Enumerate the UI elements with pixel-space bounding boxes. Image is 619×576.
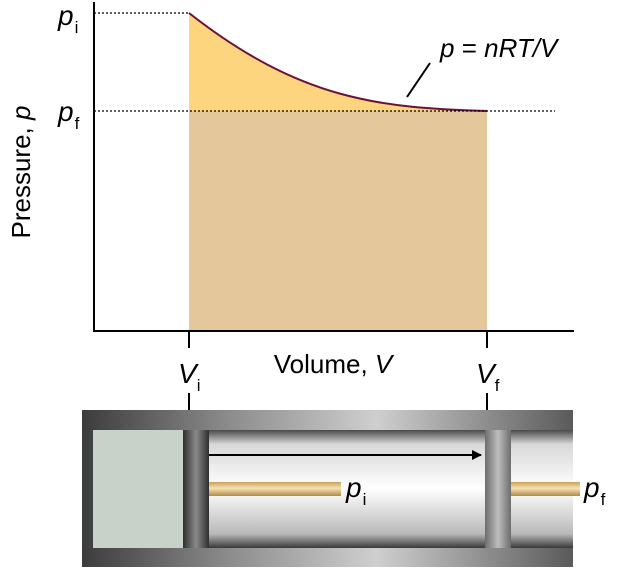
isotherm-curve [188, 12, 488, 112]
curve-label: p = nRT/V [439, 33, 560, 63]
piston-final [485, 430, 511, 548]
curve-label-leader [406, 62, 431, 98]
p-initial-label: pi [57, 0, 78, 37]
v-initial-label: Vi [178, 358, 200, 395]
cylinder-p-final-label: pf [583, 472, 606, 509]
v-final-label: Vf [476, 358, 500, 395]
work-area-upper [189, 13, 487, 111]
gas-region [93, 430, 183, 548]
cylinder-p-initial-label: pi [345, 472, 366, 509]
y-axis-label: Pressure, p [6, 106, 36, 239]
x-axis-label: Volume, V [274, 349, 395, 379]
piston-initial [183, 430, 209, 548]
piston-rod-final [511, 482, 580, 496]
piston-cylinder: pi pf [82, 410, 606, 567]
pv-graph: Pressure, p Volume, V pi pf Vi Vf p = nR… [6, 0, 574, 410]
p-final-label: pf [57, 96, 80, 133]
piston-rod-initial [209, 482, 341, 496]
work-area-lower [189, 111, 487, 331]
